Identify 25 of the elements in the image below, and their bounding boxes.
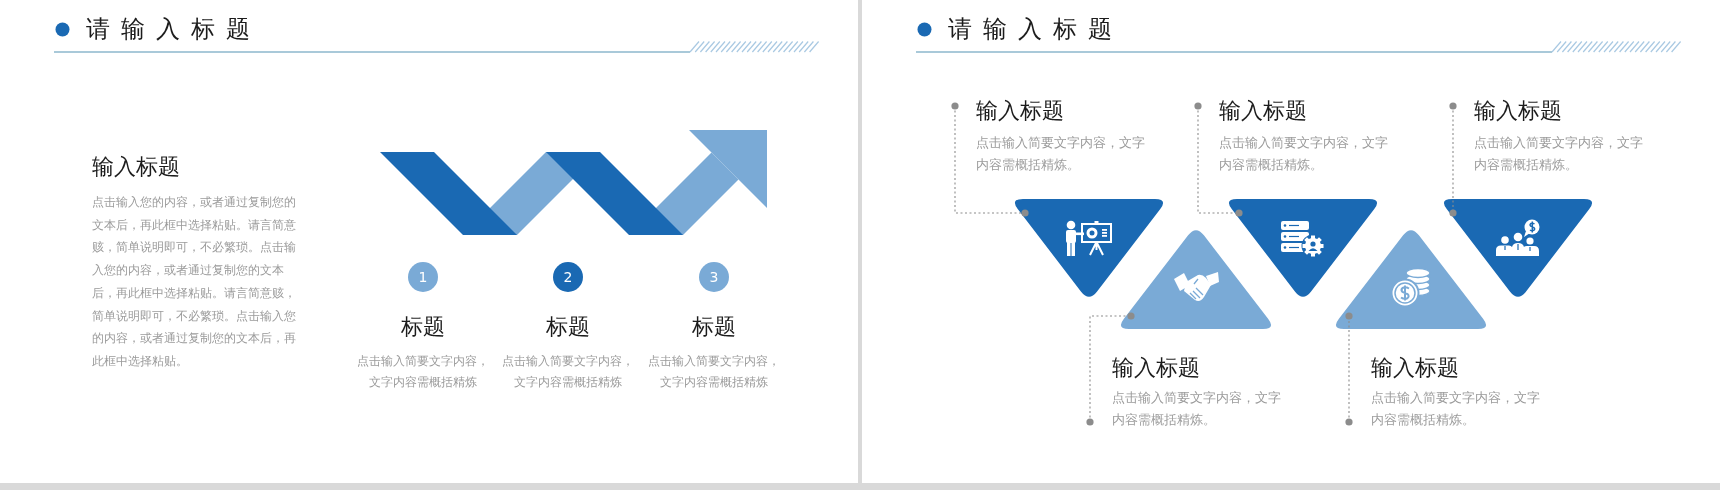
item-heading: 输入标题 xyxy=(1219,97,1307,125)
section-heading: 输入标题 xyxy=(92,153,180,181)
leader-line xyxy=(951,102,1029,217)
item-heading: 输入标题 xyxy=(1371,354,1459,382)
leader-line xyxy=(1194,102,1243,217)
step-title: 标题 xyxy=(691,313,737,341)
item-heading: 输入标题 xyxy=(1474,97,1562,125)
leader-line xyxy=(1345,312,1353,426)
body-paragraph: 点击输入您的内容，或者通过复制您的文本后，再此框中选择粘贴。请言简意赅，简单说明即可，不必繁琐。点击输入您的内容，或者通过复制您的文本后，再此框中选择粘贴。请言简意赅，简单说明即可，不必繁琐。点击输入您的内容，或者通过复制您的文本后，再此框中选择粘贴。 xyxy=(92,194,297,370)
step-description: 点击输入简要文字内容，文字内容需概括精炼 xyxy=(356,353,490,391)
leader-line xyxy=(1086,312,1135,426)
item-description: 点击输入简要文字内容，文字内容需概括精炼。 xyxy=(1371,389,1541,429)
slide-title: 请输入标题 xyxy=(948,15,1123,43)
step-description: 点击输入简要文字内容，文字内容需概括精炼 xyxy=(647,353,781,391)
item-description: 点击输入简要文字内容，文字内容需概括精炼。 xyxy=(1474,134,1644,174)
item-description: 点击输入简要文字内容，文字内容需概括精炼。 xyxy=(1219,134,1389,174)
leader-line xyxy=(1449,102,1457,217)
item-description: 点击输入简要文字内容，文字内容需概括精炼。 xyxy=(1112,389,1282,429)
item-heading: 输入标题 xyxy=(1112,354,1200,382)
step-title: 标题 xyxy=(400,313,446,341)
item-heading: 输入标题 xyxy=(976,97,1064,125)
item-description: 点击输入简要文字内容，文字内容需概括精炼。 xyxy=(976,134,1146,174)
slide-title: 请输入标题 xyxy=(86,15,261,43)
step-description: 点击输入简要文字内容，文字内容需概括精炼 xyxy=(501,353,635,391)
step-title: 标题 xyxy=(545,313,591,341)
